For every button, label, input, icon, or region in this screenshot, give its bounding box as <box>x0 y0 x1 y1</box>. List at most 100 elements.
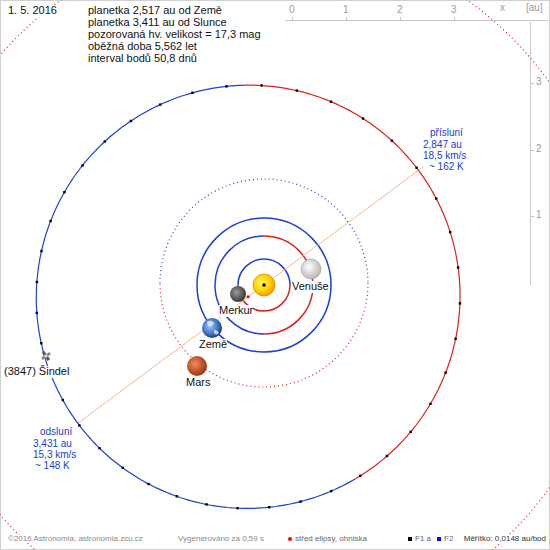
orbit-point <box>78 424 80 426</box>
legend-entry: F2 <box>437 535 453 543</box>
axis-name: x <box>500 3 505 14</box>
legend-swatch <box>437 537 441 541</box>
mars-orbit <box>160 283 368 387</box>
orbit-point <box>63 191 65 193</box>
asteroid-orbit-arc <box>356 170 460 478</box>
aphelion-value: 15,3 km/s <box>33 450 76 461</box>
orbit-point <box>40 342 42 344</box>
legend-text: střed elipsy, ohniska <box>295 535 367 543</box>
legend-swatch <box>408 537 412 541</box>
mercury <box>230 286 246 302</box>
orbit-point <box>40 250 42 252</box>
info-line: oběžná doba 5,562 let <box>88 41 197 53</box>
asteroid-name: (3847) Šindel <box>4 366 69 378</box>
orbit-point <box>299 500 301 502</box>
orbit-point <box>36 312 38 314</box>
focus-f1 <box>263 284 266 287</box>
orbit-point <box>449 231 451 233</box>
earth <box>202 318 222 338</box>
orbit-point <box>359 475 361 477</box>
mars <box>187 356 207 376</box>
axes <box>285 17 548 285</box>
earth-clouds <box>207 321 219 335</box>
axis-tick: 1 <box>343 5 349 16</box>
orbit-point <box>330 101 332 103</box>
orbit-point <box>454 338 456 340</box>
orbit-point <box>415 167 417 169</box>
orbit-point <box>159 103 161 105</box>
copyright: ©2016 Astronomia, astronomia.zcu.cz <box>8 535 143 543</box>
aphelion-value: ~ 148 K <box>35 461 70 472</box>
orbit-point <box>122 467 124 469</box>
orbit-point <box>296 89 298 91</box>
orbit-point <box>98 447 100 449</box>
perihelion-value: ~ 162 K <box>429 162 464 173</box>
orbit-point <box>429 403 431 405</box>
orbit-point <box>362 117 364 119</box>
date: 1. 5. 2016 <box>8 5 57 17</box>
orbit-point <box>176 495 178 497</box>
axis-tick: 1 <box>536 210 542 221</box>
orbit-point <box>104 140 106 142</box>
asteroid-orbit-arc <box>36 85 355 508</box>
info-line: interval bodů 50,8 dnů <box>88 53 197 65</box>
orbit-point <box>391 140 393 142</box>
orbit-point <box>457 266 459 268</box>
axis-tick: 0 <box>289 5 295 16</box>
scale-note: Měřítko: 0,0148 au/bod <box>464 535 546 543</box>
planet-name: Země <box>199 339 227 351</box>
orbit-point <box>410 431 412 433</box>
axis-tick: 2 <box>536 144 542 155</box>
orbit-point <box>435 197 437 199</box>
info-line: planetka 2,517 au od Země <box>88 5 222 17</box>
legend-swatch <box>288 537 292 541</box>
info-line: planetka 3,411 au od Slunce <box>88 17 227 29</box>
info-line: pozorovaná hv. velikost = 17,3 mag <box>88 29 261 41</box>
orbit-point <box>36 281 38 283</box>
orbit-point <box>49 220 51 222</box>
orbit-point <box>459 302 461 304</box>
orbit-point <box>444 371 446 373</box>
apsidal-line <box>78 167 424 424</box>
orbit-point <box>330 490 332 492</box>
asteroid-orbit-arc <box>243 85 419 170</box>
perihelion-value: 2,847 au <box>423 140 462 151</box>
sun <box>253 274 275 296</box>
aphelion-value: 3,431 au <box>33 439 72 450</box>
legend-entry: F1 a <box>408 535 431 543</box>
orbit-point <box>225 85 227 87</box>
orbit-point <box>147 483 149 485</box>
planet-name: Merkur <box>219 305 253 317</box>
legend-text: F2 <box>444 535 453 543</box>
perihelion-label: přísluní <box>430 128 463 139</box>
orbit-point <box>191 92 193 94</box>
orbit-point <box>260 84 262 86</box>
orbit-point <box>62 399 64 401</box>
ellipse-center <box>247 295 250 298</box>
orbit-point <box>205 503 207 505</box>
axis-unit: [au] <box>526 3 543 14</box>
generated-note: Vygenerováno za 0,59 s <box>178 535 264 543</box>
axis-tick: 3 <box>451 5 457 16</box>
asteroid-orbit <box>36 84 462 509</box>
asteroid-probe <box>39 349 53 363</box>
earth-orbit <box>197 218 331 352</box>
venus <box>301 259 321 279</box>
planet-name: Mars <box>186 377 210 389</box>
perihelion-value: 18,5 km/s <box>423 151 466 162</box>
axis-tick: 3 <box>536 77 542 88</box>
orbit-point <box>130 120 132 122</box>
orbit-point <box>236 507 238 509</box>
legend-text: F1 a <box>415 535 431 543</box>
orbit-point <box>386 455 388 457</box>
legend-entry: střed elipsy, ohniska <box>288 535 367 543</box>
orbit-point <box>268 506 270 508</box>
aphelion-label: odsluní <box>40 427 72 438</box>
axis-tick: 2 <box>397 5 403 16</box>
orbit-point <box>81 164 83 166</box>
planet-name: Venuše <box>292 281 329 293</box>
